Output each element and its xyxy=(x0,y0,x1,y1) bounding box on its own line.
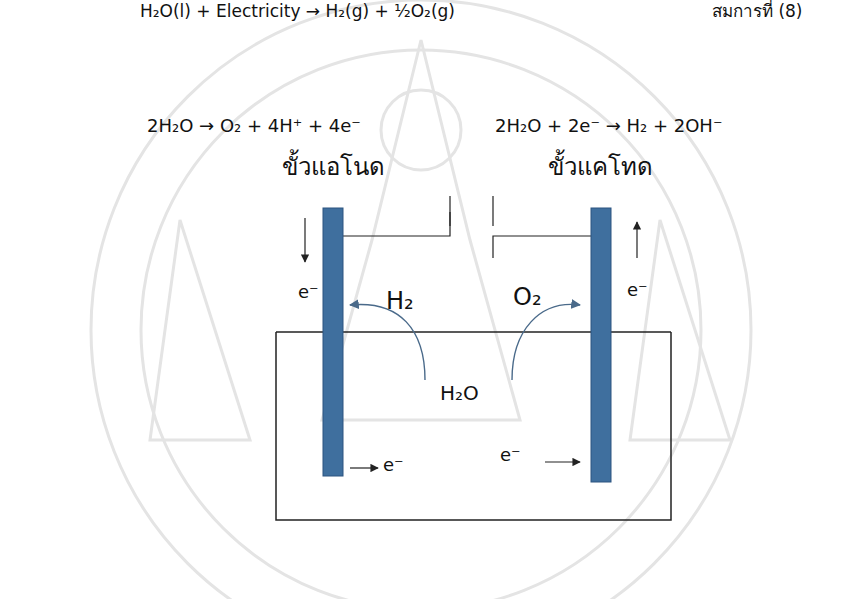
cathode-electrode xyxy=(591,208,611,482)
anode-electrode xyxy=(323,208,343,476)
wires xyxy=(343,196,601,258)
electron-label: e⁻ xyxy=(383,455,404,476)
equation-number: สมการที่ (8) xyxy=(712,2,802,22)
electron-label: e⁻ xyxy=(298,282,319,303)
electron-arrow xyxy=(350,467,378,468)
anode-reaction: 2H₂O → O₂ + 4H⁺ + 4e⁻ xyxy=(147,116,361,137)
electron-label: e⁻ xyxy=(627,280,648,301)
cathode-reaction: 2H₂O + 2e⁻ → H₂ + 2OH⁻ xyxy=(495,116,722,137)
current-arrow xyxy=(304,218,305,262)
current-arrow xyxy=(636,222,637,258)
gas-label: H₂ xyxy=(386,288,414,316)
seal-watermark xyxy=(91,0,751,599)
anode-label: ขั้วแอโนด xyxy=(282,154,385,182)
electron-label: e⁻ xyxy=(500,445,521,466)
water-label: H₂O xyxy=(440,382,479,405)
equation-text: H₂O(l) + Electricity → H₂(g) + ½O₂(g) xyxy=(140,2,455,22)
gas-arrow xyxy=(512,304,580,380)
gas-label: O₂ xyxy=(513,284,542,312)
electron-arrow xyxy=(545,461,580,462)
gas-arrow xyxy=(350,304,425,380)
cathode-label: ขั้วแคโทด xyxy=(548,154,653,182)
